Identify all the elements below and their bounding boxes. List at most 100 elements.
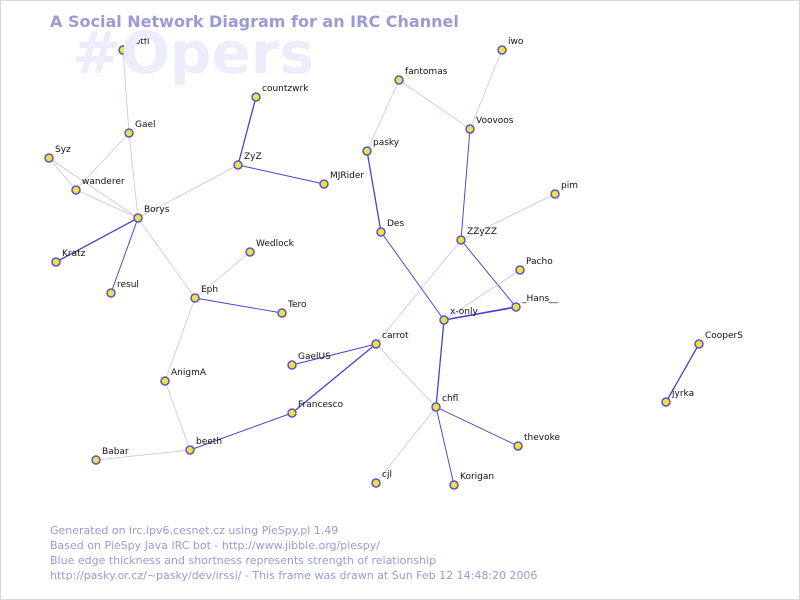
node-cjl[interactable]: cjl <box>371 470 392 488</box>
node-label: resul <box>117 280 139 290</box>
node-Eph[interactable]: Eph <box>190 285 218 303</box>
node-countzwrk[interactable]: countzwrk <box>251 84 309 102</box>
node-Hans[interactable]: _Hans__ <box>511 294 559 312</box>
node-dot[interactable] <box>431 402 441 412</box>
node-dot[interactable] <box>118 45 128 55</box>
node-label: countzwrk <box>262 84 309 94</box>
node-dot[interactable] <box>91 455 101 465</box>
node-label: AnigmA <box>171 368 207 378</box>
node-dot[interactable] <box>449 480 459 490</box>
node-dot[interactable] <box>106 288 116 298</box>
node-dot[interactable] <box>661 397 671 407</box>
footer-line-generated: Generated on irc.ipv6.cesnet.cz using Pi… <box>50 524 339 537</box>
edge-Eph-Tero <box>194 297 283 314</box>
node-Pacho[interactable]: Pacho <box>515 257 553 275</box>
node-Syz[interactable]: Syz <box>44 145 71 163</box>
node-Des[interactable]: Des <box>376 219 404 237</box>
node-dot[interactable] <box>439 315 449 325</box>
node-dot[interactable] <box>465 124 475 134</box>
node-label: _Hans__ <box>521 294 559 304</box>
node-thevoke[interactable]: thevoke <box>513 433 560 451</box>
node-CooperS[interactable]: CooperS <box>694 331 743 349</box>
node-jyrka[interactable]: jyrka <box>661 389 694 407</box>
node-dot[interactable] <box>362 146 372 156</box>
node-dot[interactable] <box>71 185 81 195</box>
node-Tero[interactable]: Tero <box>277 300 307 318</box>
node-label: beeth <box>196 437 222 447</box>
node-dot[interactable] <box>287 360 297 370</box>
node-iwo[interactable]: iwo <box>497 37 524 55</box>
node-notfl[interactable]: notfl <box>118 37 149 55</box>
edges <box>48 49 700 486</box>
node-dot[interactable] <box>277 308 287 318</box>
node-dot[interactable] <box>124 128 134 138</box>
node-xonly[interactable]: x-only <box>439 307 478 325</box>
edge-Syz-wanderer <box>48 157 77 191</box>
node-Babar[interactable]: Babar <box>91 447 129 465</box>
node-label: Pacho <box>526 257 553 267</box>
node-pasky[interactable]: pasky <box>362 138 400 156</box>
diagram-title: A Social Network Diagram for an IRC Chan… <box>50 12 459 31</box>
edge-Babar-beeth <box>95 449 191 461</box>
node-fantomas[interactable]: fantomas <box>394 67 448 85</box>
node-chfl[interactable]: chfl <box>431 394 458 412</box>
node-carrot[interactable]: carrot <box>371 331 409 349</box>
node-Borys[interactable]: Borys <box>133 205 170 223</box>
node-dot[interactable] <box>44 153 54 163</box>
edge-fantomas-Voovoos <box>398 79 471 130</box>
node-ZyZ[interactable]: ZyZ <box>233 152 262 170</box>
node-dot[interactable] <box>371 478 381 488</box>
node-ZZyZZ[interactable]: ZZyZZ <box>456 227 497 245</box>
node-label: Borys <box>144 205 170 215</box>
node-label: carrot <box>382 331 409 341</box>
node-Gael[interactable]: Gael <box>124 120 156 138</box>
edge-GaelUS-carrot <box>291 343 377 366</box>
edge-carrot-chfl <box>375 343 437 408</box>
node-wanderer[interactable]: wanderer <box>71 177 125 195</box>
edge-chfl-Korigan <box>435 406 455 486</box>
node-dot[interactable] <box>51 257 61 267</box>
node-Francesco[interactable]: Francesco <box>287 400 344 418</box>
node-MJRider[interactable]: MJRider <box>319 171 364 189</box>
node-dot[interactable] <box>550 189 560 199</box>
node-dot[interactable] <box>456 235 466 245</box>
edge-chfl-cjl <box>375 406 437 484</box>
node-dot[interactable] <box>513 441 523 451</box>
node-label: iwo <box>508 37 524 47</box>
node-Korigan[interactable]: Korigan <box>449 472 494 490</box>
node-dot[interactable] <box>287 408 297 418</box>
node-dot[interactable] <box>233 160 243 170</box>
node-dot[interactable] <box>497 45 507 55</box>
node-AnigmA[interactable]: AnigmA <box>160 368 207 386</box>
edge-Gael-Borys <box>128 132 139 219</box>
node-label: Francesco <box>298 400 344 410</box>
edge-ZZyZZ-Hans <box>460 239 517 308</box>
node-dot[interactable] <box>185 445 195 455</box>
node-Kratz[interactable]: Kratz <box>51 249 86 267</box>
edge-Francesco-carrot <box>291 343 377 414</box>
node-dot[interactable] <box>394 75 404 85</box>
node-dot[interactable] <box>190 293 200 303</box>
node-label: Wedlock <box>256 239 295 249</box>
node-dot[interactable] <box>376 227 386 237</box>
node-dot[interactable] <box>251 92 261 102</box>
node-pim[interactable]: pim <box>550 181 578 199</box>
node-beeth[interactable]: beeth <box>185 437 222 455</box>
node-Voovoos[interactable]: Voovoos <box>465 116 514 134</box>
node-dot[interactable] <box>511 302 521 312</box>
node-dot[interactable] <box>160 376 170 386</box>
edge-Borys-Eph <box>137 217 196 299</box>
node-dot[interactable] <box>133 213 143 223</box>
node-GaelUS[interactable]: GaelUS <box>287 352 331 370</box>
node-resul[interactable]: resul <box>106 280 139 298</box>
node-dot[interactable] <box>319 179 329 189</box>
edge-AnigmA-beeth <box>164 380 191 451</box>
node-dot[interactable] <box>515 265 525 275</box>
node-Wedlock[interactable]: Wedlock <box>245 239 295 257</box>
node-dot[interactable] <box>245 247 255 257</box>
node-label: Babar <box>102 447 129 457</box>
node-dot[interactable] <box>694 339 704 349</box>
node-label: ZZyZZ <box>467 227 497 237</box>
node-label: jyrka <box>671 389 694 399</box>
node-dot[interactable] <box>371 339 381 349</box>
